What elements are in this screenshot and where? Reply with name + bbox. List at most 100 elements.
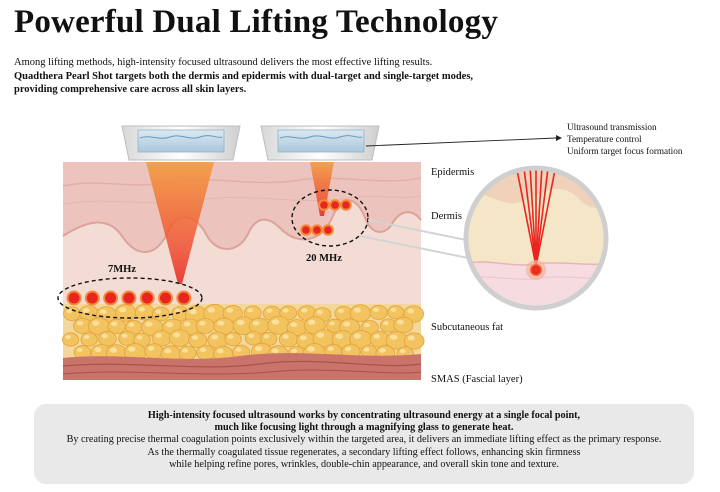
fat-cell-highlight bbox=[82, 308, 90, 313]
fat-cell-highlight bbox=[199, 320, 206, 326]
focus-point bbox=[105, 292, 117, 304]
fat-cell-highlight bbox=[121, 333, 128, 338]
fat-cell-highlight bbox=[271, 348, 279, 354]
summary-box: High-intensity focused ultrasound works … bbox=[34, 404, 694, 484]
fat-cell bbox=[98, 331, 117, 347]
fat-cell-highlight bbox=[236, 319, 245, 326]
fat-cell bbox=[267, 315, 291, 335]
focus-points-7mhz bbox=[66, 290, 192, 306]
focus-point bbox=[86, 292, 98, 304]
fat-cell-highlight bbox=[329, 321, 335, 326]
fat-cell-highlight bbox=[172, 332, 181, 338]
fat-cell-highlight bbox=[211, 334, 219, 340]
smas-layer bbox=[63, 353, 421, 380]
fat-cell-highlight bbox=[155, 333, 163, 338]
fat-cell-highlight bbox=[389, 334, 398, 340]
label-smas: SMAS (Fascial layer) bbox=[431, 374, 523, 385]
focus-point bbox=[342, 201, 350, 209]
focus-point bbox=[178, 292, 190, 304]
fat-cell-highlight bbox=[65, 334, 71, 340]
fat-cell-highlight bbox=[379, 348, 386, 353]
fat-cells bbox=[62, 303, 425, 363]
fat-cell-highlight bbox=[282, 308, 289, 313]
summary-line-1: High-intensity focused ultrasound works … bbox=[147, 410, 581, 421]
focus-points-20mhz bbox=[300, 199, 352, 236]
fat-cell-highlight bbox=[76, 320, 84, 326]
fat-cell-highlight bbox=[147, 346, 155, 351]
fat-cell-highlight bbox=[271, 319, 280, 325]
fat-cell bbox=[403, 332, 425, 350]
fat-cell-highlight bbox=[199, 347, 207, 353]
fat-cell-highlight bbox=[282, 334, 289, 339]
fat-cell-highlight bbox=[207, 307, 216, 313]
fat-cell bbox=[244, 331, 263, 346]
fat-cell-highlight bbox=[99, 309, 107, 315]
fat-cell-highlight bbox=[247, 308, 254, 313]
fat-cell-highlight bbox=[165, 321, 174, 328]
fat-cell-highlight bbox=[101, 333, 108, 339]
fat-cell-highlight bbox=[263, 334, 270, 339]
fat-cell bbox=[393, 316, 414, 334]
page-title: Powerful Dual Lifting Technology bbox=[14, 4, 499, 40]
fat-cell bbox=[63, 306, 81, 321]
feature-uniform-target-focus: Uniform target focus formation bbox=[567, 146, 683, 156]
fat-cell-highlight bbox=[216, 348, 224, 354]
fat-cell-highlight bbox=[191, 335, 199, 340]
focus-point bbox=[313, 226, 321, 234]
summary-line-5: while helping refine pores, wrinkles, do… bbox=[169, 458, 559, 470]
label-dermis: Dermis bbox=[431, 211, 462, 222]
fat-cell-highlight bbox=[254, 346, 263, 352]
zoom-detail bbox=[463, 165, 609, 311]
fat-cell-highlight bbox=[337, 308, 344, 313]
fat-cell bbox=[114, 303, 137, 322]
feature-ultrasound-transmission: Ultrasound transmission bbox=[567, 122, 657, 132]
fat-cell-highlight bbox=[291, 348, 298, 354]
fat-cell-highlight bbox=[118, 307, 127, 313]
fat-cell-highlight bbox=[217, 320, 225, 326]
fat-cell-highlight bbox=[145, 321, 153, 327]
fat-cell-highlight bbox=[164, 348, 172, 354]
fat-cell-highlight bbox=[397, 319, 404, 325]
fat-cell-highlight bbox=[383, 321, 389, 326]
focus-point bbox=[302, 226, 310, 234]
fat-cell-highlight bbox=[83, 334, 90, 340]
intro-line-2: Quadthera Pearl Shot targets both the de… bbox=[14, 71, 474, 82]
fat-cell-highlight bbox=[252, 320, 260, 326]
beam-7mhz bbox=[146, 162, 214, 284]
fat-cell-highlight bbox=[183, 321, 191, 327]
fat-cell-highlight bbox=[266, 308, 273, 313]
fat-cell bbox=[118, 331, 137, 346]
fat-cell-highlight bbox=[128, 322, 135, 327]
label-epidermis: Epidermis bbox=[431, 167, 474, 178]
fat-cell bbox=[196, 344, 216, 361]
focus-point bbox=[68, 292, 80, 304]
fat-cell bbox=[168, 329, 191, 347]
fat-cell-highlight bbox=[343, 321, 351, 327]
fat-cell-highlight bbox=[66, 309, 73, 314]
focus-point bbox=[123, 292, 135, 304]
fat-cell-highlight bbox=[92, 320, 100, 326]
fat-cell bbox=[107, 318, 126, 334]
fat-cell-highlight bbox=[109, 347, 118, 353]
fat-cell-highlight bbox=[299, 335, 307, 341]
probe-7mhz bbox=[121, 125, 241, 161]
summary-line-4: As the thermally coagulated tissue regen… bbox=[147, 446, 581, 458]
focus-point bbox=[160, 292, 171, 304]
fat-cell-highlight bbox=[136, 335, 143, 340]
fat-cell bbox=[278, 331, 298, 348]
target-ellipse-7mhz bbox=[57, 277, 203, 319]
fat-cell-highlight bbox=[335, 333, 344, 339]
fat-cell-highlight bbox=[399, 349, 406, 354]
fat-cell-highlight bbox=[235, 347, 242, 352]
fat-cell bbox=[80, 332, 98, 347]
fat-cell-highlight bbox=[363, 322, 371, 328]
fat-cell-highlight bbox=[111, 321, 118, 326]
focus-point bbox=[331, 201, 339, 209]
intro-line-3: providing comprehensive care across all … bbox=[14, 84, 247, 95]
fat-cell-highlight bbox=[128, 346, 136, 352]
fat-cell-highlight bbox=[301, 308, 308, 313]
skin-cross-section bbox=[62, 162, 425, 380]
fat-cell bbox=[144, 343, 164, 360]
fat-cell-highlight bbox=[155, 309, 162, 314]
focus-point bbox=[324, 226, 332, 234]
